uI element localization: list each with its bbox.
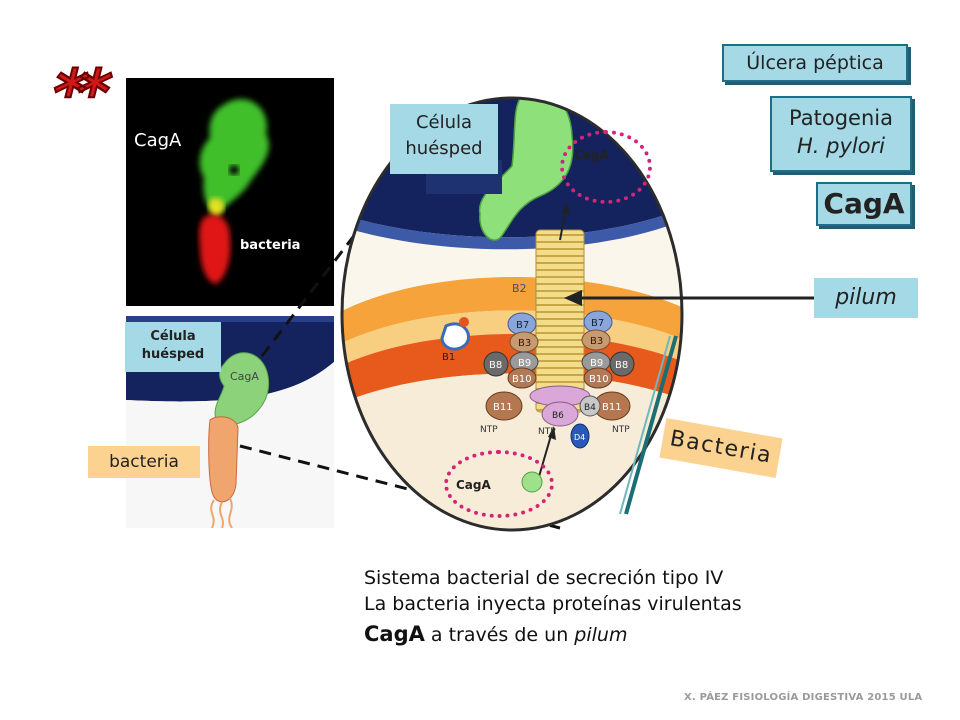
host-cell-label-left: Célula huésped	[125, 322, 221, 372]
pilum-pointer-head	[564, 290, 582, 306]
bacterial-wall-line	[619, 335, 678, 515]
topic-patogenia-label: Patogenia H. pylori	[770, 96, 912, 172]
footer-credit: X. PÁEZ FISIOLOGÍA DIGESTIVA 2015 ULA	[684, 692, 923, 703]
import-arrowhead	[548, 426, 556, 440]
caption-caga: CagA	[364, 622, 425, 646]
protein-b8-left	[483, 351, 509, 377]
host-cell-edge	[126, 316, 334, 322]
protein-label-b3-left: B3	[518, 338, 531, 349]
micrograph-image	[199, 99, 269, 284]
host-cell-label-top: Célula huésped	[390, 104, 498, 174]
protein-label-b7-left: B7	[516, 320, 529, 331]
topic-ulcera-label: Úlcera péptica	[722, 44, 908, 82]
caga-label-bottom: CagA	[456, 478, 491, 492]
pilum-pointer	[564, 290, 818, 306]
host-membrane-edge	[342, 208, 682, 250]
protein-label-b10-right: B10	[589, 374, 609, 385]
protein-b10-left	[507, 367, 537, 389]
protein-label-b8-right: B8	[615, 360, 628, 371]
host-cell-caga-label: CagA	[230, 370, 259, 383]
protein-label-b10-left: B10	[512, 374, 532, 385]
zoom-line-upper	[260, 185, 394, 357]
protein-label-b9-left: B9	[518, 358, 531, 369]
protein-label-b8-left: B8	[489, 360, 502, 371]
zoom-line-lower	[239, 444, 561, 530]
topic-patogenia-line1: Patogenia	[789, 106, 893, 130]
circle-outline	[340, 96, 684, 532]
caption-line3: CagA a través de un pilum	[364, 622, 627, 647]
protein-label-b3-right: B3	[590, 336, 603, 347]
protein-label-b4: B4	[584, 403, 596, 413]
micrograph-caga-label: CagA	[134, 130, 182, 151]
protein-b6	[541, 401, 579, 427]
protein-b10-right	[583, 367, 613, 389]
host-cell-label-top-line2: huésped	[405, 138, 483, 159]
host-cell-label-left-line2: huésped	[141, 347, 205, 362]
export-arrowhead	[562, 202, 570, 214]
wall-line-inner	[619, 335, 671, 515]
micrograph-panel: CagA bacteria	[126, 78, 334, 306]
pilum-structure	[535, 229, 585, 413]
protein-label-b2: B2	[512, 282, 527, 295]
protein-label-b9-right: B9	[590, 358, 603, 369]
bacteria-fluorescence	[199, 214, 231, 284]
caption-line2: La bacteria inyecta proteínas virulentas	[364, 593, 742, 615]
protein-label-b11-left: B11	[493, 402, 513, 413]
caga-highlight-top	[560, 130, 652, 204]
protein-label-d4: D4	[574, 433, 585, 442]
caption-line1: Sistema bacterial de secreción tipo IV	[364, 567, 724, 589]
bacteria-label-left: bacteria	[88, 446, 200, 478]
protein-label-b11-right: B11	[602, 402, 622, 413]
cagA-in-host	[478, 98, 574, 241]
topic-caga-title: CagA	[816, 182, 912, 226]
caption-through: a través de un	[424, 624, 575, 646]
colocalization-yellow	[208, 197, 225, 218]
protein-label-b1: B1	[442, 352, 455, 363]
bacteria-body	[208, 416, 239, 503]
wall-line-outer	[624, 335, 678, 515]
host-cell-label-top-line1: Célula	[415, 112, 473, 133]
inner-membrane	[342, 334, 682, 404]
protein-b1-dot	[459, 317, 469, 327]
micrograph-bacteria-label: bacteria	[240, 238, 301, 253]
ntp-label-center: NTP	[538, 427, 556, 437]
caga-highlight-bottom	[444, 450, 554, 518]
caption-pilum: pilum	[574, 624, 628, 646]
ntp-label-left: NTP	[480, 425, 498, 435]
topic-patogenia-line2: H. pylori	[796, 134, 886, 158]
outer-membrane	[342, 277, 682, 344]
cagA-fluorescence	[199, 99, 269, 214]
caga-label-top: CagA	[574, 148, 609, 162]
protein-b4	[579, 395, 601, 417]
protein-b3-right	[581, 329, 611, 351]
protein-b11-left	[485, 391, 523, 421]
protein-d4	[570, 423, 590, 449]
protein-b1	[440, 322, 470, 351]
protein-label-b7-right: B7	[591, 318, 604, 329]
protein-label-b6: B6	[552, 411, 564, 421]
micrograph-dark-spot	[229, 165, 239, 175]
pilum-label: pilum	[814, 278, 918, 318]
host-cell-label-left-line1: Célula	[150, 329, 196, 344]
ntp-label-right: NTP	[612, 425, 630, 435]
bacteria-flagella	[210, 497, 233, 528]
